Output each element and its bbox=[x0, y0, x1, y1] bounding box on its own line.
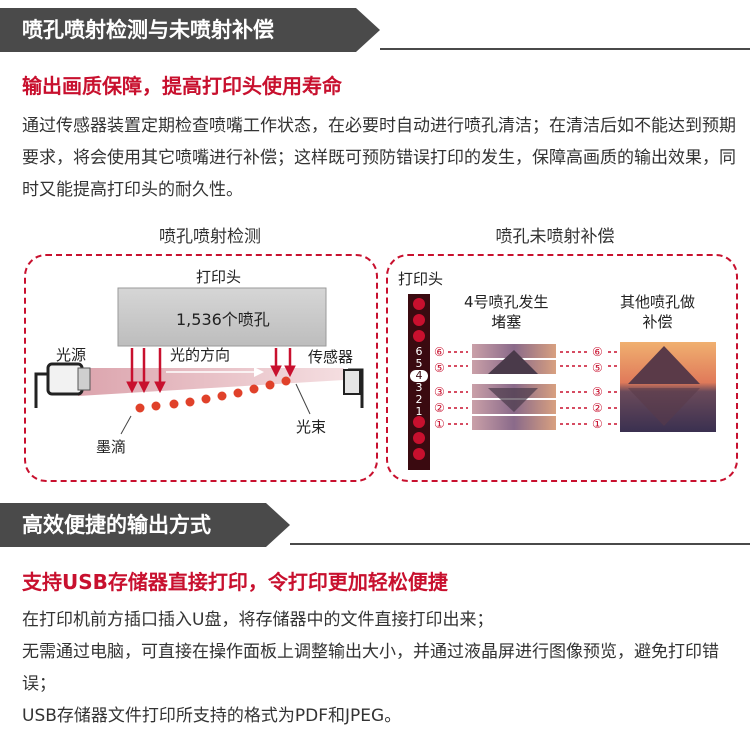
section-title: 喷孔喷射检测与未喷射补偿 bbox=[0, 8, 356, 52]
nozzle-numbers: 6 5 4 3 2 1 bbox=[410, 346, 428, 418]
compensation-graphic bbox=[408, 294, 716, 470]
blocked-label: 4号喷孔发生 堵塞 bbox=[464, 293, 549, 331]
paragraph-nozzle: 通过传感器装置定期检查喷嘴工作状态，在必要时自动进行喷孔清洁；在清洁后如不能达到… bbox=[22, 116, 736, 200]
detection-graphic bbox=[34, 287, 364, 435]
printhead-block bbox=[117, 287, 327, 347]
nozzle-count-label: 1,536个喷孔 bbox=[176, 310, 270, 329]
light-direction-label: 光的方向 bbox=[170, 346, 231, 364]
dashed-arrows bbox=[448, 351, 618, 425]
caption-compensation: 喷孔未喷射补偿 bbox=[495, 227, 615, 247]
light-source-label: 光源 bbox=[56, 346, 87, 364]
subtitle-usb: 支持USB存储器直接打印，令打印更加轻松便捷 bbox=[22, 570, 448, 594]
ink-drops bbox=[135, 376, 291, 413]
right-markers: ⑥ ⑤ ③ ② ① bbox=[592, 345, 603, 431]
section-header-nozzle: 喷孔喷射检测与未喷射补偿 bbox=[0, 8, 750, 52]
paragraph-usb: 在打印机前方插口插入U盘，将存储器中的文件直接打印出来； 无需通过电脑，可直接在… bbox=[22, 610, 719, 726]
blocked-image bbox=[472, 344, 556, 430]
subtitle-nozzle: 输出画质保障，提高打印头使用寿命 bbox=[22, 74, 342, 98]
printhead-label: 打印头 bbox=[196, 268, 242, 286]
light-source bbox=[46, 362, 84, 396]
compensation-diagram: 打印头 4号喷孔发生 堵塞 其他喷孔做 补偿 6 5 4 3 2 1 ⑥ ⑤ ③… bbox=[386, 254, 738, 482]
ink-drop-label: 墨滴 bbox=[96, 438, 127, 456]
section-title: 高效便捷的输出方式 bbox=[0, 503, 266, 547]
ink-arrows bbox=[126, 348, 296, 394]
sensor-icon bbox=[343, 369, 361, 395]
left-markers: ⑥ ⑤ ③ ② ① bbox=[434, 345, 445, 431]
detection-diagram: 打印头 1,536个喷孔 光源 光的方向 传感器 光束 墨滴 bbox=[24, 254, 378, 482]
compensated-image bbox=[620, 342, 716, 432]
beam-label: 光束 bbox=[296, 418, 327, 436]
compensate-label: 其他喷孔做 补偿 bbox=[620, 293, 696, 331]
comp-printhead-label: 打印头 bbox=[398, 270, 444, 288]
sensor-label: 传感器 bbox=[308, 348, 354, 366]
caption-detection: 喷孔喷射检测 bbox=[159, 227, 261, 247]
section-header-usb: 高效便捷的输出方式 bbox=[0, 503, 750, 547]
